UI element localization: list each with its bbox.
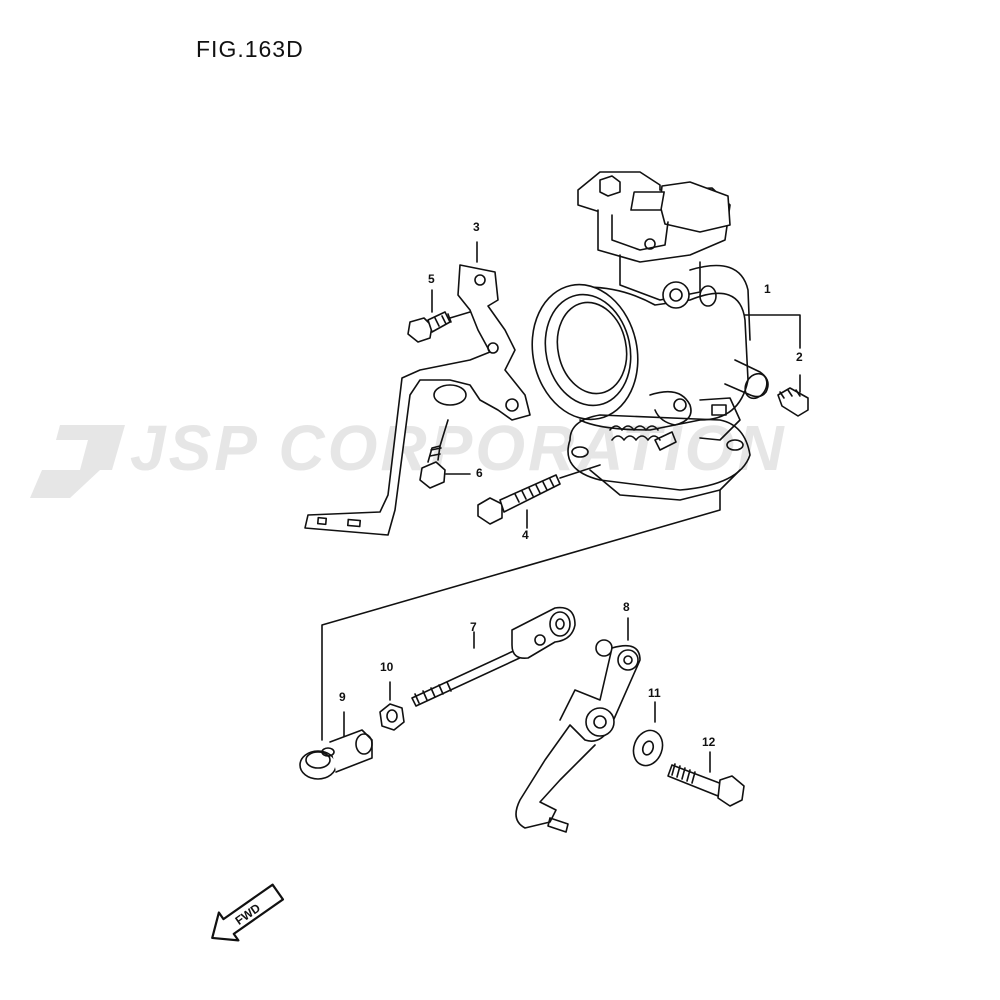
fwd-arrow-icon: FWD [211, 883, 285, 942]
throttle-body [531, 171, 769, 501]
callout-4: 4 [522, 528, 529, 542]
part-6-bolt [419, 419, 471, 489]
callout-9: 9 [339, 690, 346, 704]
watermark: JSP CORPORATION [30, 412, 787, 498]
part-2-screw [777, 374, 809, 417]
part-3-bracket [304, 241, 531, 536]
part-9-rod-end [299, 711, 373, 780]
watermark-logo-icon [30, 425, 125, 498]
callout-2: 2 [796, 350, 803, 364]
figure-title: FIG.163D [196, 36, 304, 62]
part-8-lever [515, 617, 641, 833]
callout-5: 5 [428, 272, 435, 286]
callout-1: 1 [764, 282, 771, 296]
callout-3: 3 [473, 220, 480, 234]
callout-10: 10 [380, 660, 394, 674]
callout-7: 7 [470, 620, 477, 634]
part-7-rod [411, 606, 576, 707]
callout-8: 8 [623, 600, 630, 614]
part-12-bolt [667, 751, 745, 807]
leader-line-1-9 [321, 489, 721, 741]
callout-12: 12 [702, 735, 716, 749]
part-11-washer [632, 701, 664, 767]
leader-line-1-2 [744, 314, 801, 349]
callout-6: 6 [476, 466, 483, 480]
part-4-long-bolt [477, 464, 601, 529]
callout-11: 11 [648, 686, 661, 700]
part-10-nut [379, 681, 405, 731]
part-5-bolt [407, 289, 471, 343]
watermark-text: JSP CORPORATION [130, 412, 787, 484]
